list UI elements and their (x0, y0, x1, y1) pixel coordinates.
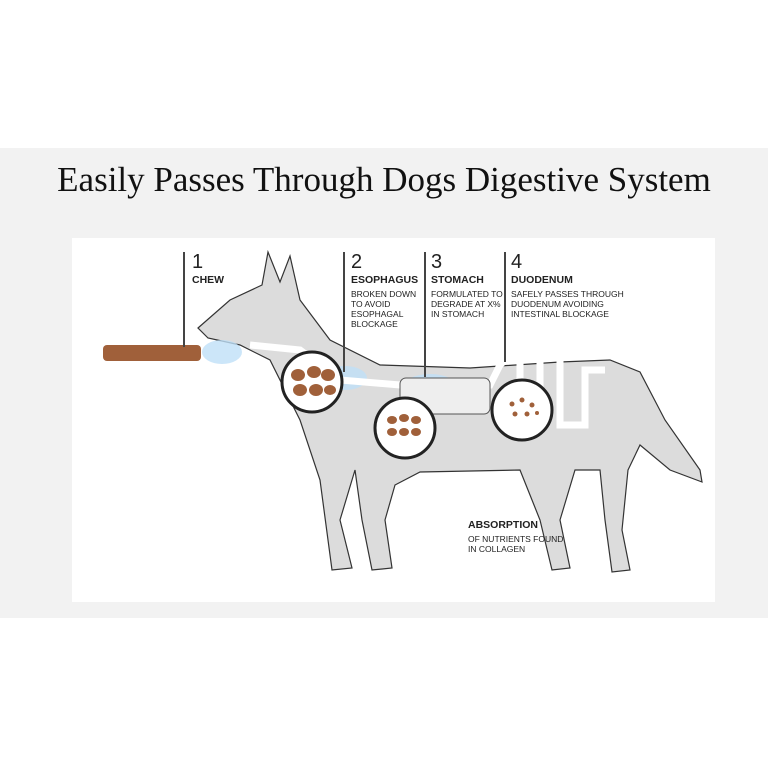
absorption-description: OF NUTRIENTS FOUND IN COLLAGEN (468, 534, 564, 554)
step-3-divider (424, 252, 426, 377)
step-number: 1 (192, 251, 204, 273)
step-1-divider (183, 252, 185, 347)
step-1: 1 CHEW (192, 252, 224, 286)
absorption-label: ABSORPTION OF NUTRIENTS FOUND IN COLLAGE… (468, 517, 568, 554)
glow-mouth (202, 340, 242, 364)
step-heading: DUODENUM (511, 274, 573, 286)
step-4-divider (504, 252, 506, 362)
esophagus-magnifier (280, 350, 344, 414)
page-title: Easily Passes Through Dogs Digestive Sys… (57, 160, 711, 199)
step-description: SAFELY PASSES THROUGH DUODENUM AVOIDING … (511, 289, 624, 319)
step-heading: ESOPHAGUS (351, 274, 419, 286)
step-description: BROKEN DOWN TO AVOID ESOPHAGAL BLOCKAGE (351, 289, 417, 329)
step-4: 4 DUODENUM SAFELY PASSES THROUGH DUODENU… (511, 252, 626, 319)
step-heading: CHEW (192, 274, 225, 286)
step-2-divider (343, 252, 345, 372)
step-3: 3 STOMACH FORMULATED TO DEGRADE AT X% IN… (431, 252, 503, 319)
step-2: 2 ESOPHAGUS BROKEN DOWN TO AVOID ESOPHAG… (351, 252, 421, 329)
chew-stick (103, 345, 201, 361)
duodenum-magnifier (490, 378, 554, 442)
step-number: 2 (351, 251, 363, 273)
absorption-heading: ABSORPTION (468, 519, 539, 531)
step-number: 4 (511, 251, 523, 273)
step-heading: STOMACH (431, 274, 484, 286)
step-number: 3 (431, 251, 443, 273)
step-description: FORMULATED TO DEGRADE AT X% IN STOMACH (431, 289, 503, 319)
stomach-magnifier (373, 396, 437, 460)
